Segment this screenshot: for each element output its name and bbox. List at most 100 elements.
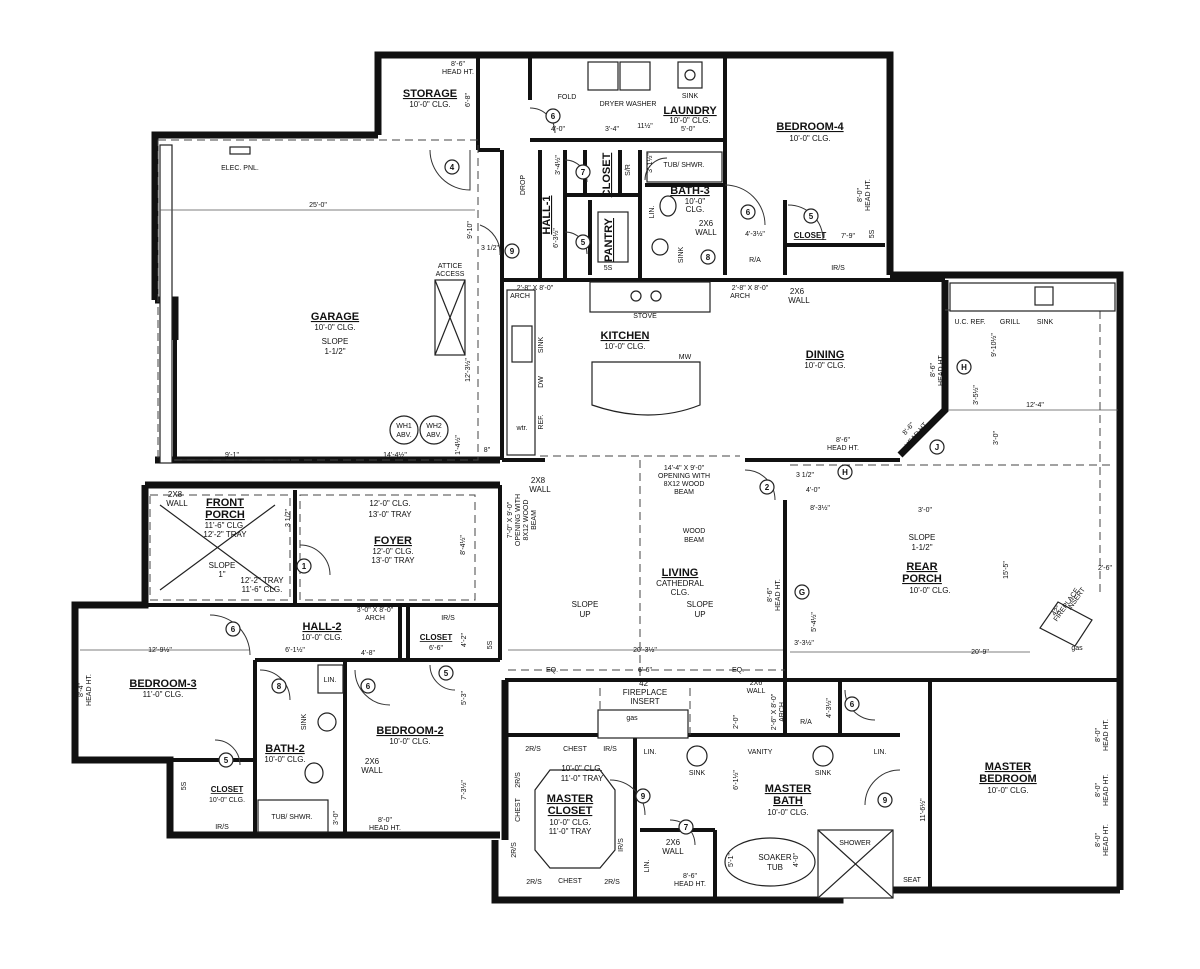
dim-rear-head: 8'-6" xyxy=(767,588,774,602)
living-clg2: CLG. xyxy=(671,588,690,597)
tag-window-h-rear: H xyxy=(842,468,848,477)
fireplace-gas: gas xyxy=(626,715,638,722)
living-name: LIVING xyxy=(662,567,699,579)
bath2-sink: SINK xyxy=(301,714,308,731)
bedroom3-name: BEDROOM-3 xyxy=(129,678,196,690)
bath3-sink: SINK xyxy=(678,247,685,264)
kitchen-ref: REF. xyxy=(538,414,545,429)
laundry-clg: 10'-0" CLG. xyxy=(669,116,710,125)
closet-h2-ss: 5S xyxy=(487,640,494,649)
rear-porch-clg: 10'-0" CLG. xyxy=(909,586,950,595)
dining-ucref: U.C. REF. xyxy=(954,319,985,326)
dim-mbr-head2-c: HEAD HT. xyxy=(1103,824,1110,856)
mbath-lin1: LIN. xyxy=(644,749,657,756)
dim-bed2-a: 5'-3" xyxy=(461,691,468,705)
living-opening4: BEAM xyxy=(674,489,694,496)
hall2-name: HALL-2 xyxy=(302,621,341,633)
closet-b3-ss: 5S xyxy=(181,781,188,790)
living-opening: 14'-4" X 9'-0" xyxy=(664,465,705,472)
tag-door-8-bath3: 8 xyxy=(706,253,711,262)
mc-chest-left: CHEST xyxy=(515,797,522,821)
dim-hall2-b: 4'-8" xyxy=(361,650,375,657)
mbath-sink2: SINK xyxy=(815,770,832,777)
dim-bedroom4-a: 4'-3½" xyxy=(745,230,765,238)
dim-bath3-a: 3'-1½" xyxy=(646,153,654,173)
dim-porch-wall2: WALL xyxy=(166,499,188,508)
dim-dining-bot: 8'-6" xyxy=(836,437,850,444)
dim-dining-b: 3'-5½" xyxy=(972,385,980,405)
bath3-clg2: CLG. xyxy=(686,205,705,214)
dim-mb-f: 4'-0" xyxy=(793,853,800,867)
dim-laundry-b: 3'-4" xyxy=(605,126,619,133)
dim-kitchen-wall: 2X8 xyxy=(531,476,546,485)
mc-2ris-5: 2R/S xyxy=(511,842,518,858)
laundry-sink: SINK xyxy=(682,93,699,100)
room-labels: STORAGE 10'-0" CLG. 8'-6" HEAD HT. FOLD … xyxy=(129,61,1087,886)
dim-rear-d: 3'-0" xyxy=(918,507,932,514)
master-bedroom-name: MASTER xyxy=(985,761,1032,773)
dim-mb-b: 11'-6½" xyxy=(919,798,927,822)
mc-2ris-3: 2R/S xyxy=(604,879,620,886)
mc-2ris-1: 2R/S xyxy=(525,746,541,753)
bath2-lin: LIN. xyxy=(324,677,337,684)
living-eq2: EQ. xyxy=(732,667,744,674)
master-closet-name: MASTER xyxy=(547,793,594,805)
dim-mb-a: 4'-3½" xyxy=(825,698,833,718)
mc-chest-bot: CHEST xyxy=(558,878,582,885)
rear-fire: 42" xyxy=(1051,605,1063,618)
bedroom4-name: BEDROOM-4 xyxy=(776,121,844,133)
dim-storage-h: 6'-8" xyxy=(465,93,472,107)
living-beam: WOOD xyxy=(683,528,706,535)
master-bath-name: MASTER xyxy=(765,783,812,795)
closet4-irs: IR/S xyxy=(831,265,845,272)
front-porch-tray2: 12'-2" TRAY xyxy=(240,576,284,585)
dim-rear-b: 4'-0" xyxy=(806,487,820,494)
bath2-tub: TUB/ SHWR. xyxy=(271,814,312,821)
dim-mbr-head: 8'-0" xyxy=(1095,728,1102,742)
bath2-name: BATH-2 xyxy=(265,743,305,755)
storage-name: STORAGE xyxy=(403,88,457,100)
closet-b3-name: CLOSET xyxy=(211,785,244,794)
storage-head: 8'-6" xyxy=(451,61,465,68)
dim-rear-i: 3'-3½" xyxy=(794,639,814,647)
living-slope-l: SLOPE xyxy=(572,600,599,609)
mc-irs-1: IR/S xyxy=(603,746,617,753)
kitchen-stove: STOVE xyxy=(633,313,657,320)
tag-door-6-bed2: 6 xyxy=(366,682,371,691)
master-closet-clg: 10'-0" CLG. xyxy=(549,818,590,827)
kitchen-clg: 10'-0" CLG. xyxy=(604,342,645,351)
bath3-wall: 2X6 xyxy=(699,219,714,228)
bath3-wall2: WALL xyxy=(695,228,717,237)
dim-kitchen-wall2: WALL xyxy=(529,485,551,494)
dim-laundry-d: 5'-0" xyxy=(681,126,695,133)
tag-door-4-storage: 4 xyxy=(450,163,455,172)
dim-porch-wall: 2X8 xyxy=(168,490,183,499)
master-bath-name2: BATH xyxy=(773,795,803,807)
tag-door-1-foyer: 1 xyxy=(302,562,307,571)
bath3-name: BATH-3 xyxy=(670,185,710,197)
mc-2ris-2: 2R/S xyxy=(526,879,542,886)
living-up-l: UP xyxy=(579,610,590,619)
tag-door-9-mbath: 9 xyxy=(883,796,888,805)
dim-laundry-c: 11½" xyxy=(637,122,653,130)
dim-bed3-head: 8'-4" xyxy=(78,683,85,697)
dim-hall1-b: 6'-3½" xyxy=(552,228,560,248)
fireplace-label: FIREPLACE xyxy=(623,688,667,697)
wh2-label: WH2 xyxy=(426,423,442,430)
dim-bed4-head: 8'-0" xyxy=(857,188,864,202)
closet-b3-clg: 10'-0" CLG. xyxy=(209,797,245,804)
rear-gas: gas xyxy=(1071,645,1083,652)
dim-rear-e: 15'-5" xyxy=(1003,561,1010,579)
mbath-lin3: LIN. xyxy=(644,860,651,873)
dim-kitchen-1: 1'-4½" xyxy=(454,435,462,455)
pantry-name: PANTRY xyxy=(603,217,615,262)
storage-clg: 10'-0" CLG. xyxy=(409,100,450,109)
dim-garage-side2: 3 1/2" xyxy=(481,245,500,252)
mbath-wall: 2X6 xyxy=(666,838,681,847)
dim-arch2b: ARCH xyxy=(730,293,750,300)
dim-hall1-a: 3'-4½" xyxy=(554,155,562,175)
hall1-drop: DROP xyxy=(520,175,527,196)
door-tags: 4 6 7 5 9 8 6 5 H J H 2 G 1 6 8 6 5 5 9 … xyxy=(218,108,972,835)
dim-mb-head2: HEAD HT. xyxy=(674,881,706,888)
